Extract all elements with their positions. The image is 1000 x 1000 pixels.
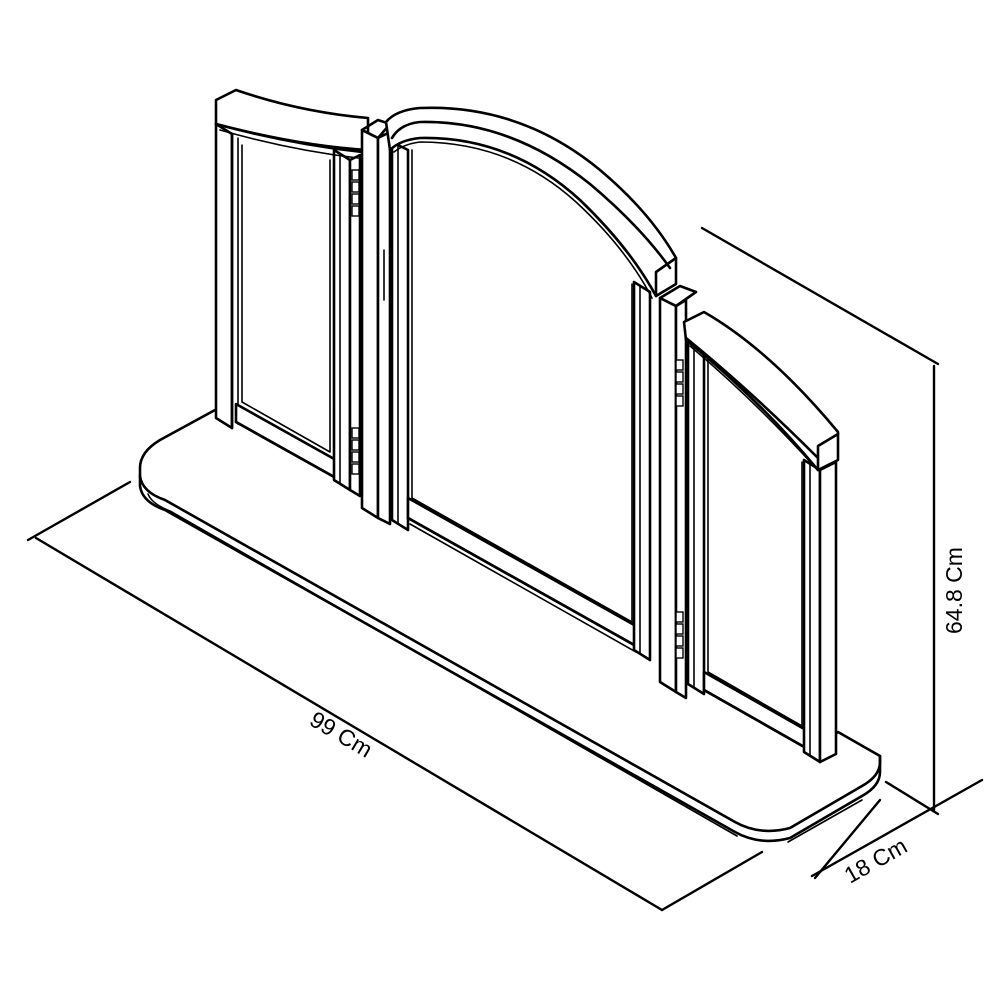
right-mirror-panel: [658, 284, 840, 764]
left-mirror-panel: [214, 88, 370, 498]
height-label: 64.8 Cm: [941, 547, 967, 634]
base-plinth: [138, 408, 882, 843]
hinge-icon: [351, 169, 360, 475]
center-mirror-panel: [360, 106, 678, 662]
hinge-icon: [675, 359, 684, 659]
width-label: 99 Cm: [305, 706, 377, 763]
dimension-height: 64.8 Cm: [700, 226, 967, 816]
